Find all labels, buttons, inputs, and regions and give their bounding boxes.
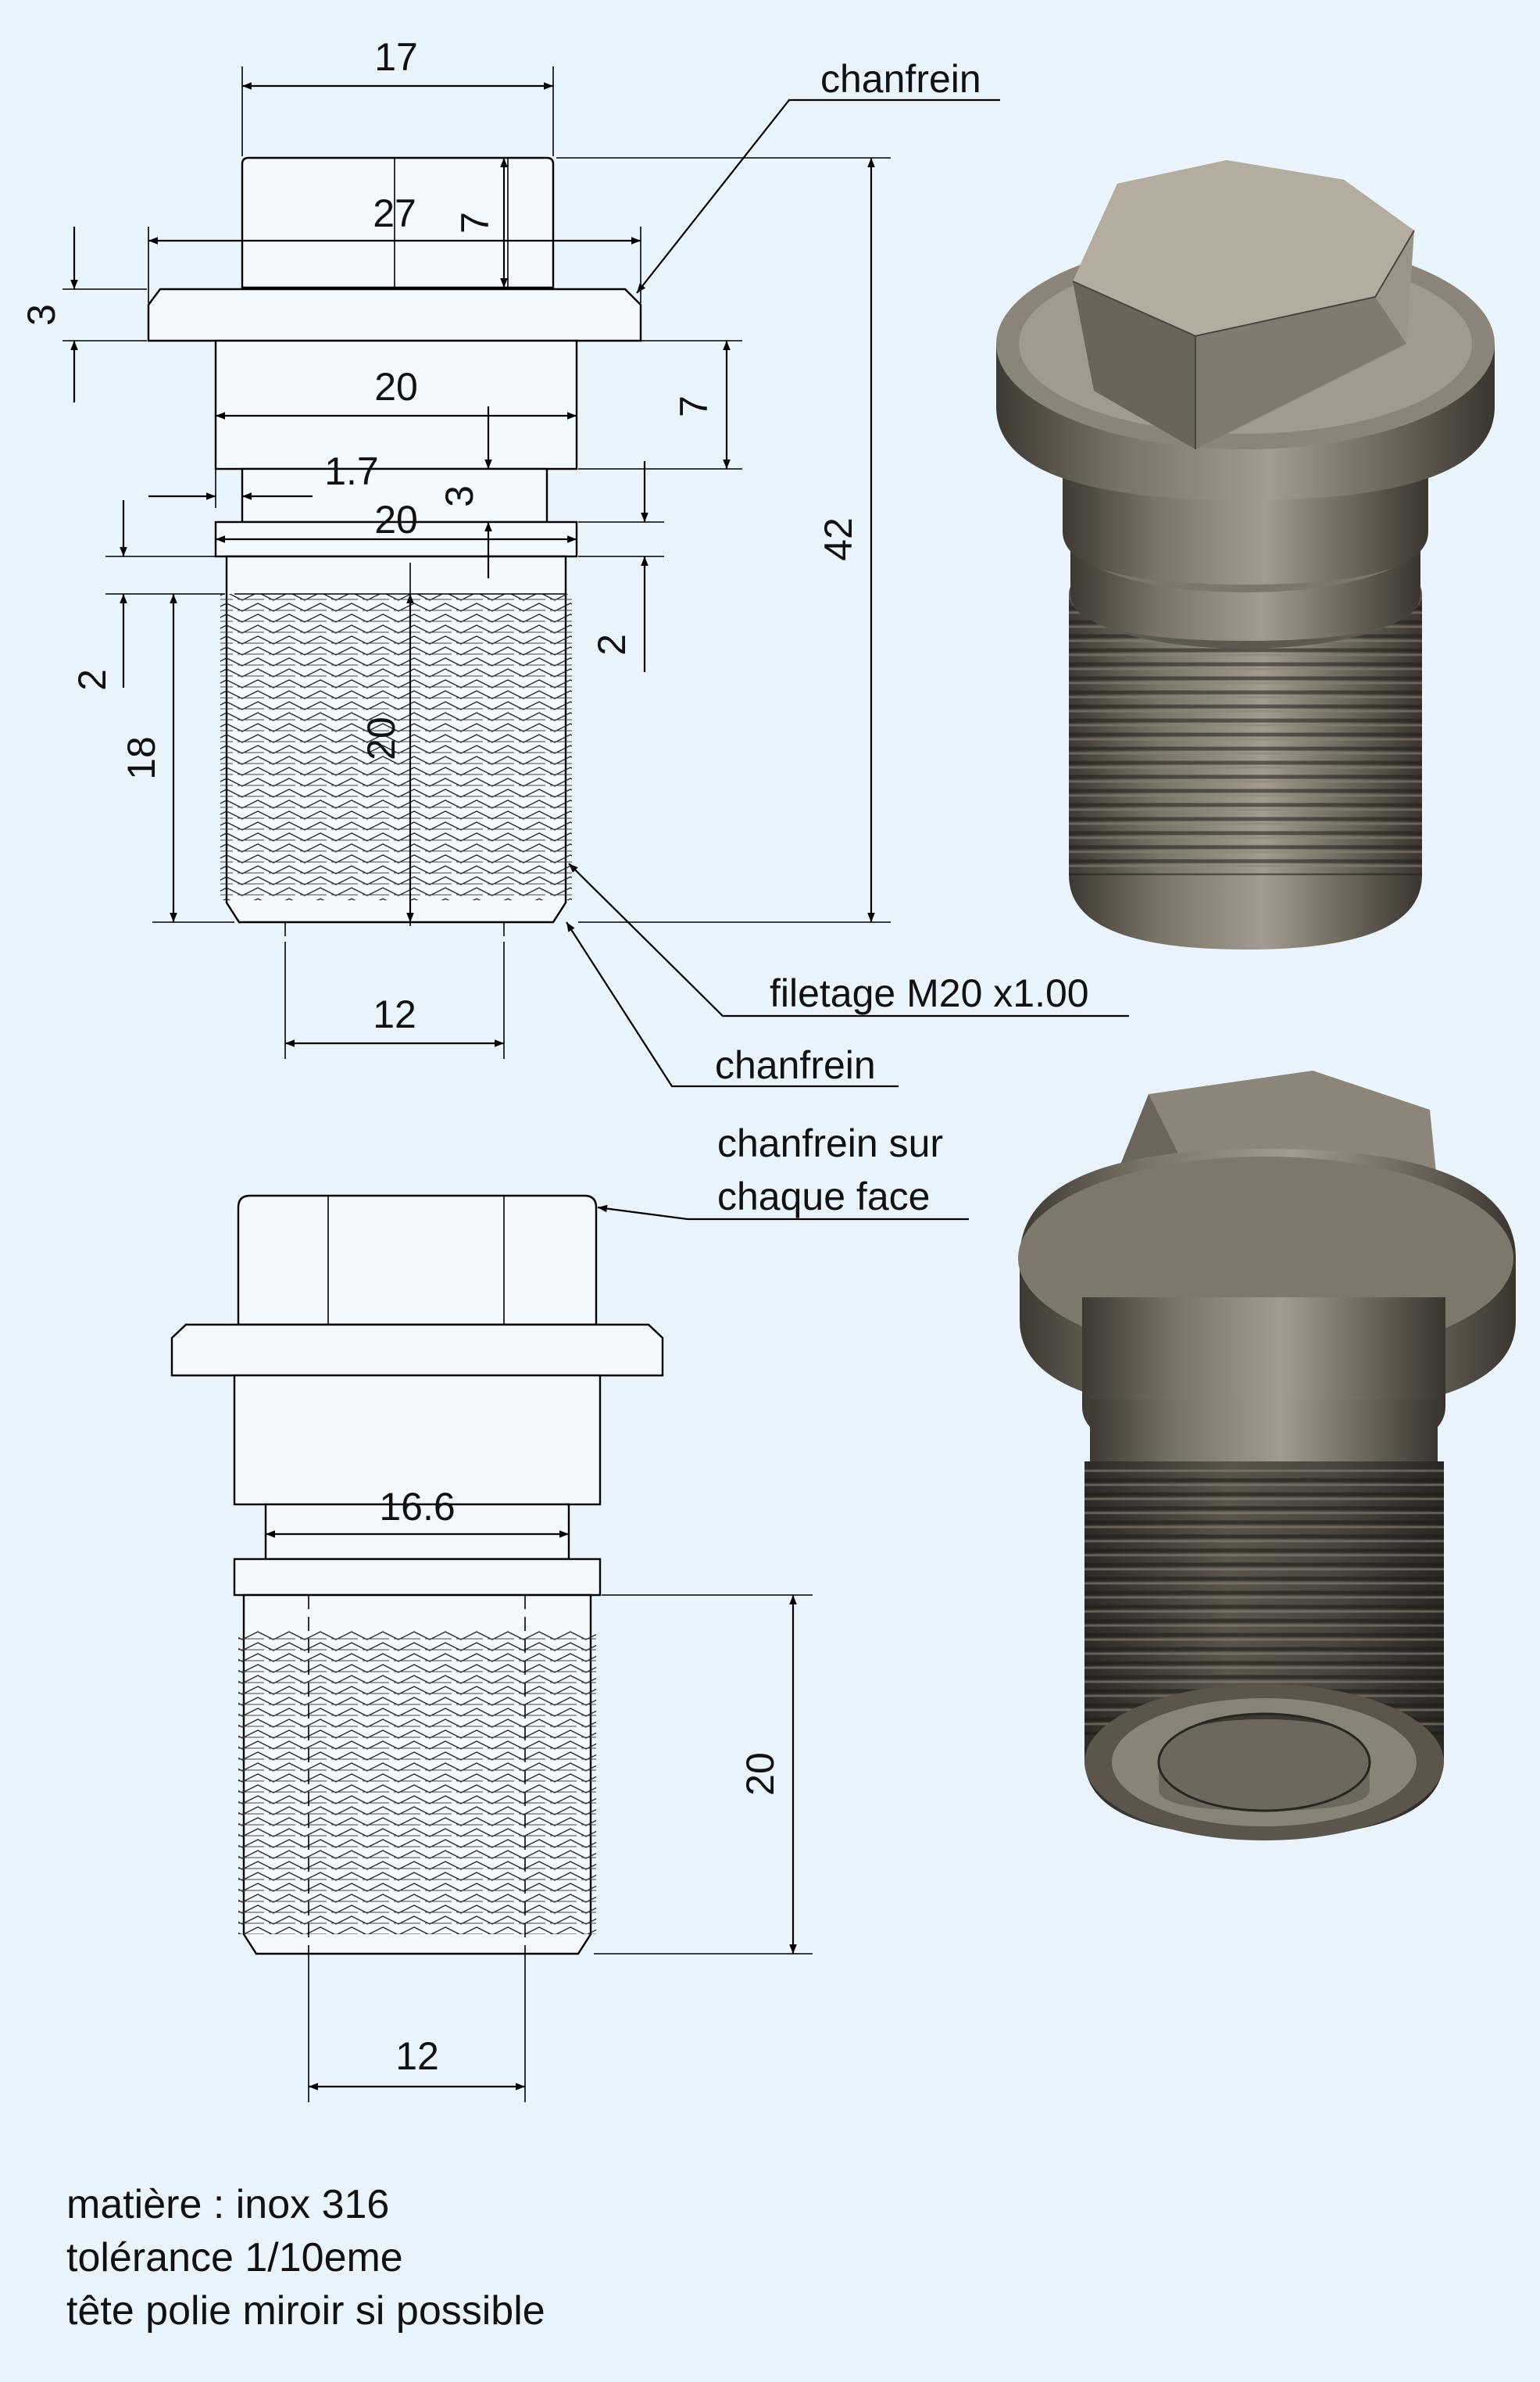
- dim-text-17: 17: [374, 35, 418, 79]
- label-thread-spec: filetage M20 x1.00: [770, 971, 1089, 1015]
- dim-text-2-ring: 2: [590, 634, 634, 656]
- dim-text-20-lower: 20: [738, 1752, 782, 1796]
- front-view-bottom: [170, 1194, 664, 1955]
- flange-outline: [147, 288, 642, 342]
- thread-hatch-lower: [238, 1629, 596, 1934]
- dim-groove-diameter: 16.6: [266, 1485, 569, 1538]
- dim-bore-diameter: 12: [284, 942, 505, 1059]
- flange-outline-lower: [170, 1323, 664, 1377]
- leader-chamfer-bottom: chanfrein: [566, 921, 899, 1088]
- dim-thread-start: 2: [70, 500, 225, 691]
- dim-ring-height: 2: [578, 461, 664, 672]
- ring-outline-lower: [233, 1558, 602, 1597]
- dim-head-height: 7: [453, 158, 508, 288]
- leader-chamfer-top: chanfrein: [636, 57, 1000, 294]
- dim-head-width: 17: [241, 35, 554, 156]
- dim-text-12-lower: 12: [395, 2034, 439, 2078]
- dim-groove-depth: 1.7: [148, 449, 379, 508]
- leader-thread-spec: filetage M20 x1.00: [568, 863, 1129, 1018]
- dim-bore-diameter-lower: 12: [308, 1954, 526, 2102]
- hex-head-outline-lower: [237, 1194, 598, 1326]
- dim-text-3-groove: 3: [438, 485, 481, 507]
- dim-text-2-start: 2: [70, 669, 114, 691]
- label-chamfer-faces-1: chanfrein sur: [717, 1121, 943, 1165]
- dim-groove-width: 3: [438, 406, 492, 578]
- body-outline-lower: [233, 1374, 602, 1506]
- dim-thread-length-lower: 20: [594, 1594, 813, 1955]
- dim-thread-diameter: 20: [359, 594, 414, 922]
- dim-text-16-6: 16.6: [379, 1485, 455, 1529]
- dim-text-18: 18: [120, 736, 163, 780]
- dim-text-20-thread: 20: [359, 717, 403, 760]
- dim-total-length: 42: [556, 157, 891, 923]
- render-3d-top: [996, 160, 1495, 950]
- leader-chamfer-faces: chanfrein sur chaque face: [597, 1121, 969, 1221]
- label-chamfer-faces-2: chaque face: [717, 1175, 930, 1218]
- dim-text-7-body: 7: [672, 395, 716, 417]
- notes-block: matière : inox 316 tolérance 1/10eme têt…: [66, 2182, 545, 2334]
- label-chamfer-bottom: chanfrein: [715, 1043, 876, 1087]
- dim-body-height: 7: [578, 340, 742, 470]
- front-view-top: [147, 156, 642, 942]
- thread-hatch: [220, 594, 572, 900]
- note-material: matière : inox 316: [66, 2182, 389, 2227]
- dim-text-7-head: 7: [453, 212, 497, 234]
- dim-flange-thickness: 3: [20, 227, 147, 402]
- note-finish: tête polie miroir si possible: [66, 2288, 545, 2334]
- dim-body-diameter: 20: [216, 365, 577, 420]
- label-chamfer-top: chanfrein: [820, 57, 981, 101]
- dim-ring-diameter: 20: [216, 498, 577, 543]
- dim-thread-length: 18: [120, 594, 234, 923]
- dim-text-12: 12: [373, 993, 416, 1036]
- dim-text-42: 42: [816, 517, 860, 561]
- dim-text-3-flange: 3: [20, 304, 63, 326]
- body-outline: [214, 339, 578, 470]
- dim-text-20-ring: 20: [374, 498, 418, 542]
- dim-text-1-7: 1.7: [324, 449, 379, 493]
- dim-text-20-body: 20: [374, 365, 418, 409]
- render-3d-bottom: [1018, 1071, 1516, 1840]
- note-tolerance: tolérance 1/10eme: [66, 2235, 403, 2280]
- dim-flange-diameter: 27: [148, 191, 641, 303]
- dim-text-27: 27: [373, 191, 416, 235]
- hex-head-outline: [241, 156, 555, 289]
